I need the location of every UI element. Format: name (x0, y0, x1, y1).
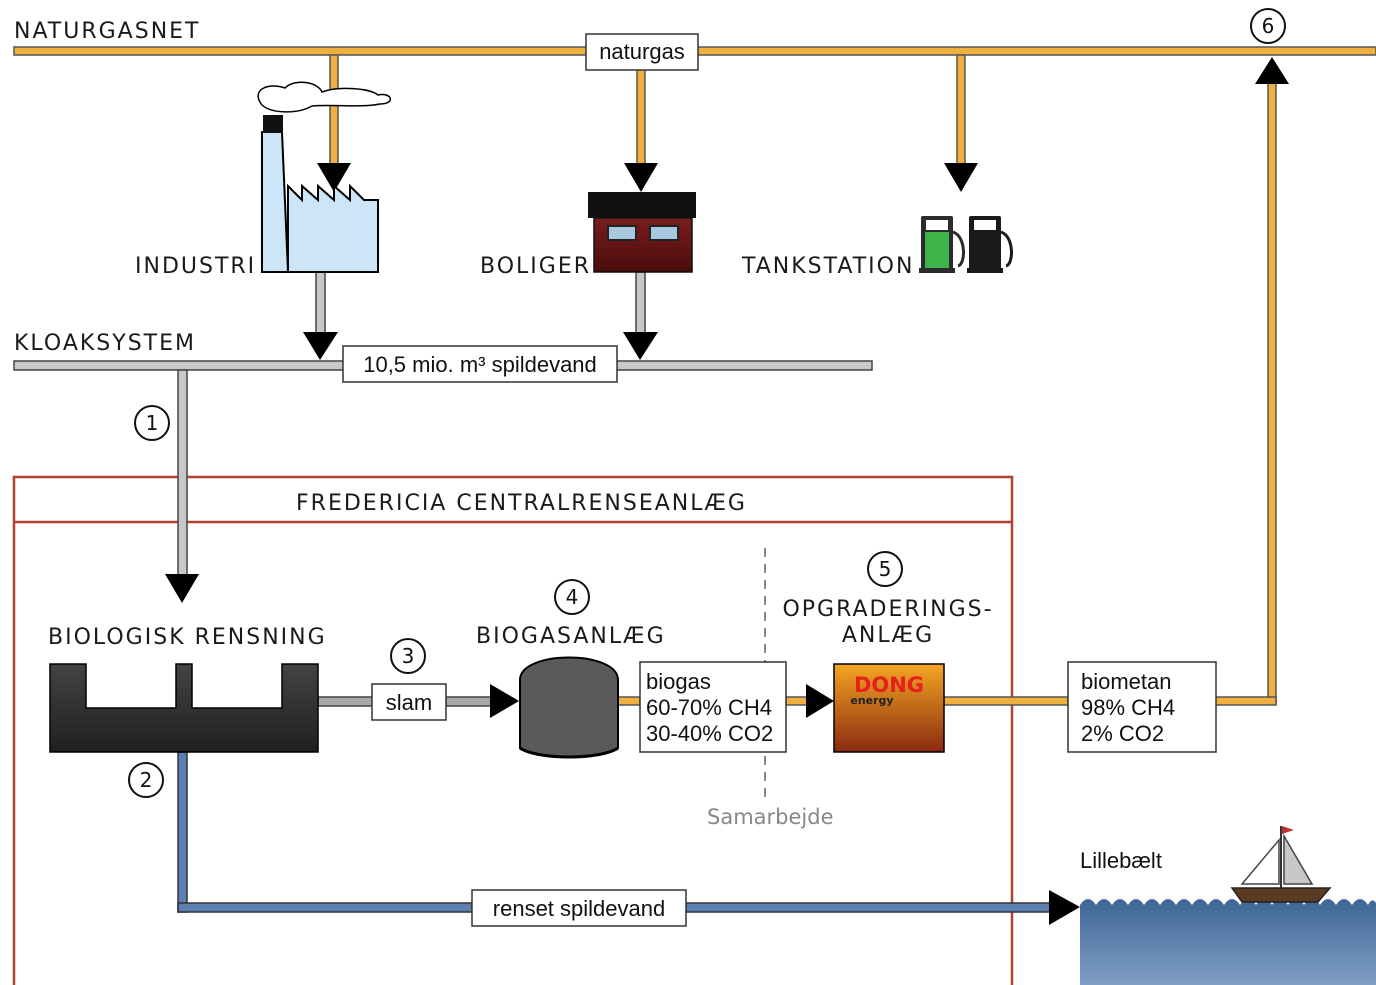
arrow-to-dong (806, 684, 834, 718)
svg-text:3: 3 (402, 644, 415, 668)
naturgas-box: naturgas (585, 33, 699, 71)
industri-label: INDUSTRI (135, 254, 256, 279)
opgradering-label-line1: OPGRADERINGS- (782, 597, 993, 622)
factory-icon (257, 81, 391, 273)
kloaksystem-label: KLOAKSYSTEM (14, 331, 196, 356)
svg-text:5: 5 (879, 557, 892, 581)
arrow-to-industry (317, 163, 351, 192)
fuel-pump-icon (919, 216, 1013, 273)
gas-network-pipe (13, 46, 1376, 706)
plant-title: FREDERICIA CENTRALRENSEANLÆG (296, 491, 747, 516)
opgradering-label-line2: ANLÆG (842, 623, 934, 648)
svg-text:60-70% CH4: 60-70% CH4 (646, 695, 772, 720)
naturgasnet-label: NATURGASNET (14, 19, 200, 44)
svg-text:biogas: biogas (646, 669, 711, 694)
svg-text:naturgas: naturgas (599, 39, 685, 64)
svg-text:biometan: biometan (1081, 669, 1172, 694)
biometan-box: biometan 98% CH4 2% CO2 (1067, 661, 1217, 753)
boliger-label: BOLIGER (480, 254, 591, 279)
house-icon (588, 192, 696, 273)
svg-text:slam: slam (386, 690, 432, 715)
arrow-to-gasnet (1255, 57, 1289, 84)
svg-text:DONG: DONG (854, 673, 924, 697)
tankstation-label: TANKSTATION (741, 254, 914, 279)
lillebaelt-label: Lillebælt (1080, 848, 1162, 873)
step-marker-5: 5 (867, 551, 903, 587)
slam-box: slam (371, 683, 447, 721)
renset-spildevand-box: renset spildevand (471, 889, 687, 927)
step-marker-1: 1 (134, 405, 170, 441)
sailboat-icon (1230, 826, 1332, 903)
svg-text:10,5 mio. m³ spildevand: 10,5 mio. m³ spildevand (363, 352, 597, 377)
gas-arrows (317, 57, 1289, 718)
svg-text:4: 4 (566, 585, 579, 609)
samarbejde-label: Samarbejde (707, 805, 834, 829)
step-marker-2: 2 (128, 762, 164, 798)
svg-text:energy: energy (850, 694, 893, 707)
svg-text:98% CH4: 98% CH4 (1081, 695, 1175, 720)
digester-tank-icon (519, 656, 619, 759)
arrow-to-tankstation (944, 163, 978, 192)
biogasanlaeg-label: BIOGASANLÆG (476, 624, 666, 649)
svg-text:2% CO2: 2% CO2 (1081, 721, 1164, 746)
step-marker-6: 6 (1250, 8, 1286, 44)
dong-energy-logo: DONG energy (833, 663, 945, 753)
svg-text:2: 2 (140, 768, 153, 792)
svg-text:30-40% CO2: 30-40% CO2 (646, 721, 773, 746)
arrow-to-boliger (624, 163, 658, 192)
sewer-arrows (165, 332, 658, 718)
svg-text:renset spildevand: renset spildevand (493, 896, 665, 921)
step-marker-3: 3 (390, 638, 426, 674)
step-marker-4: 4 (554, 579, 590, 615)
svg-text:6: 6 (1262, 14, 1275, 38)
spildevand-box: 10,5 mio. m³ spildevand (342, 345, 618, 383)
sea-waves-icon (1080, 899, 1376, 985)
biological-basin-icon (49, 663, 319, 753)
biologisk-rensning-label: BIOLOGISK RENSNING (48, 625, 327, 650)
svg-text:1: 1 (146, 411, 159, 435)
arrow-to-lillebaelt (1049, 890, 1080, 925)
biogas-box: biogas 60-70% CH4 30-40% CO2 (639, 661, 787, 753)
